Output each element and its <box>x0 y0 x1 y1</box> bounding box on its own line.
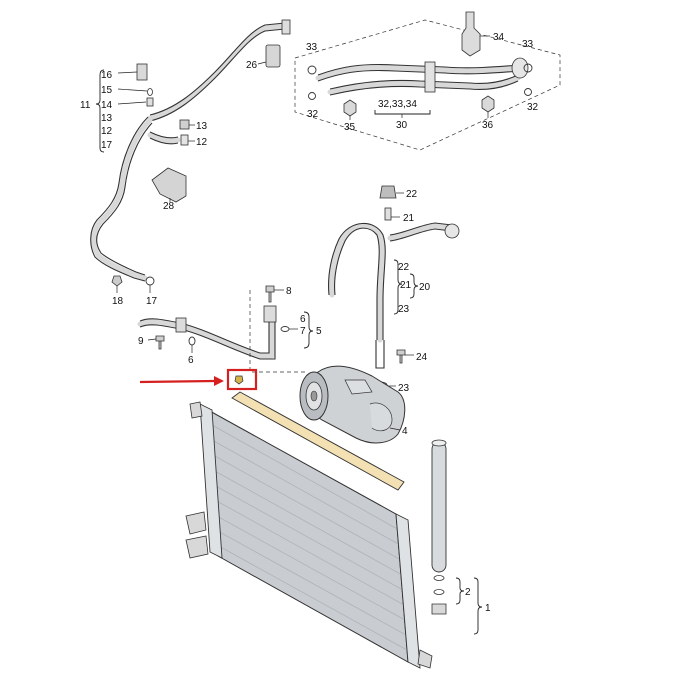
label-6: 6 <box>300 314 306 325</box>
label-17-lower: 17 <box>146 296 158 307</box>
compressor-suction-hose <box>328 185 460 389</box>
label-18: 18 <box>112 296 124 307</box>
label-13-right: 13 <box>196 121 208 132</box>
label-32-left: 32 <box>307 109 319 120</box>
label-17-left: 17 <box>101 140 113 151</box>
red-arrow-icon <box>139 379 215 384</box>
label-16: 16 <box>101 70 113 81</box>
label-35: 35 <box>344 122 356 133</box>
label-12-left: 12 <box>101 126 113 137</box>
red-arrow-head <box>214 376 224 386</box>
label-5: 5 <box>316 326 322 337</box>
part-number-labels: 1 2 4 5 6 6 7 8 9 11 12 12 13 13 14 15 1… <box>80 32 539 614</box>
label-1: 1 <box>485 603 491 614</box>
rear-line-assembly <box>294 11 561 151</box>
label-30: 30 <box>396 120 408 131</box>
condenser <box>185 401 433 669</box>
label-22-bracket: 22 <box>398 262 410 273</box>
label-33-right: 33 <box>522 39 534 50</box>
label-8: 8 <box>286 286 292 297</box>
ac-compressor <box>299 365 406 444</box>
highlighted-part-callout <box>139 368 258 391</box>
label-20: 20 <box>419 282 431 293</box>
label-33-left: 33 <box>306 42 318 53</box>
label-21-upper: 21 <box>403 213 415 224</box>
label-34: 34 <box>493 32 505 43</box>
label-11: 11 <box>80 100 91 111</box>
label-12-right: 12 <box>196 137 208 148</box>
label-15: 15 <box>101 85 113 96</box>
condenser-seal-strip <box>231 391 405 491</box>
label-9: 9 <box>138 336 144 347</box>
label-14: 14 <box>101 100 113 111</box>
label-7: 7 <box>300 326 306 337</box>
label-28: 28 <box>163 201 175 212</box>
low-pressure-line <box>90 19 291 293</box>
label-23-lower: 23 <box>398 383 410 394</box>
label-6-lower: 6 <box>188 355 194 366</box>
label-21-bracket: 21 <box>400 280 412 291</box>
label-24: 24 <box>416 352 428 363</box>
label-32-right: 32 <box>527 102 539 113</box>
label-13-left: 13 <box>101 113 113 124</box>
label-26: 26 <box>246 60 258 71</box>
label-32-33-34: 32,33,34 <box>378 99 417 110</box>
highlight-box <box>226 368 258 391</box>
label-36: 36 <box>482 120 494 131</box>
label-4: 4 <box>402 426 408 437</box>
label-23-bracket: 23 <box>398 304 410 315</box>
high-pressure-line <box>137 285 314 373</box>
label-2: 2 <box>465 587 471 598</box>
receiver-drier <box>431 439 483 635</box>
label-22-upper: 22 <box>406 189 418 200</box>
